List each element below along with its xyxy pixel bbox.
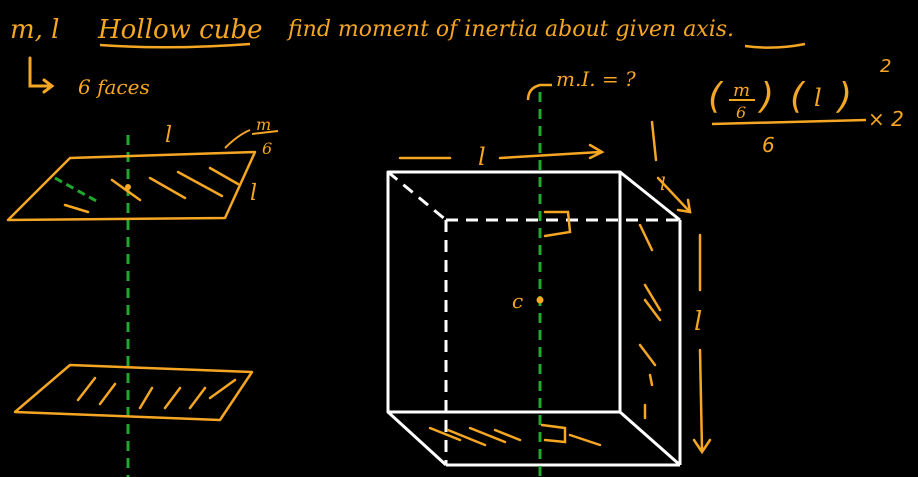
faces-note: 6 faces [78, 75, 150, 99]
bottom-face-hatching [76, 376, 237, 410]
top-face-hatching [63, 166, 240, 214]
given-variables: m, l [10, 15, 60, 45]
dimension-marks [398, 120, 712, 455]
formula-multiplier: × 2 [868, 107, 904, 131]
radius-line [54, 176, 101, 205]
face-mass-numerator: m [256, 115, 271, 134]
arrow-note-icon [28, 56, 55, 94]
paren-close-1: ) [757, 76, 774, 117]
hollow-cube [386, 170, 682, 467]
axis-question: m.I. = ? [556, 67, 636, 91]
formula-denominator: 6 [762, 133, 775, 157]
formula-exponent: 2 [880, 56, 891, 77]
face-mass-bar [251, 130, 279, 135]
cube-front-face [386, 170, 622, 414]
bottom-face [13, 363, 254, 422]
bottom-face-hatching-cube [428, 423, 602, 447]
rotation-arrow-icon [526, 83, 552, 101]
cube-edge-depth-label: l [660, 174, 666, 195]
left-side-top-label: l [165, 123, 172, 148]
top-face-marking [543, 210, 572, 238]
top-face [6, 150, 257, 222]
subject-label: Hollow cube [97, 15, 262, 45]
mass-pointer [224, 129, 251, 149]
cube-hidden-edges [387, 170, 680, 465]
formula-length: l [814, 84, 822, 112]
task-text: find moment of inertia about given axis. [286, 17, 734, 42]
face-center-dot [125, 184, 131, 190]
formula-mass-denominator: 6 [736, 103, 746, 122]
cube-center-dot [536, 296, 544, 304]
inertia-formula: ( m 6 ) ( l ) 2 6 × 2 [708, 56, 904, 157]
paren-close-2: ) [835, 76, 852, 117]
cube-edge-top-label: l [478, 143, 486, 171]
cube-edge-right-label: l [694, 307, 702, 337]
center-label: c [512, 289, 523, 313]
paren-open-1: ( [708, 76, 724, 117]
formula-fraction-bar [711, 118, 867, 126]
formula-mass-numerator: m [733, 80, 750, 101]
right-face-hatching [638, 223, 662, 420]
paren-open-2: ( [790, 76, 806, 117]
axis-underline [744, 42, 806, 49]
left-side-right-label: l [250, 181, 257, 206]
subject-underline [99, 42, 251, 49]
face-mass-denominator: 6 [262, 139, 272, 158]
